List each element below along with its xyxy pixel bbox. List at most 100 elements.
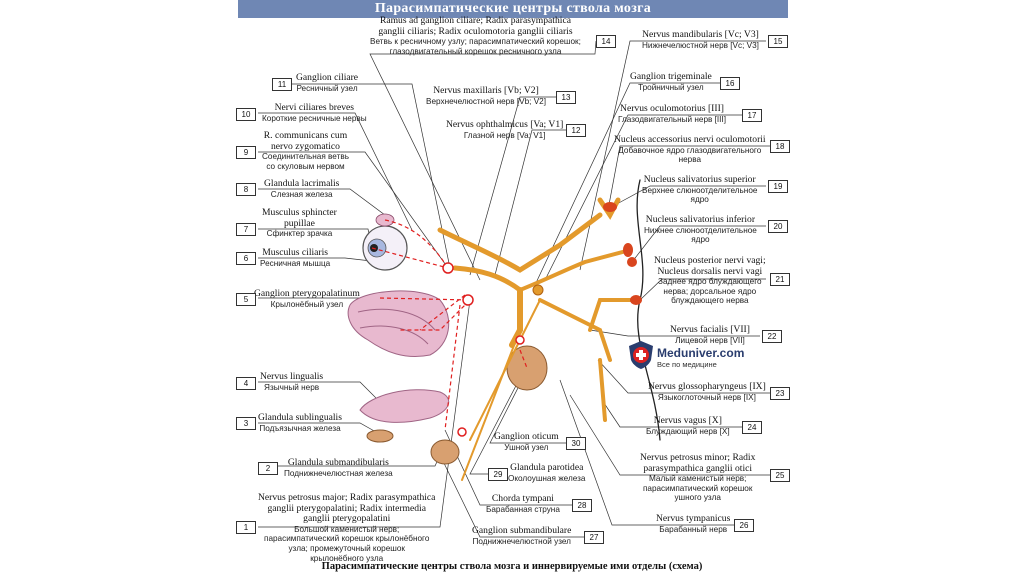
russian-term: Подъязычная железа bbox=[258, 424, 342, 434]
label-number-badge: 3 bbox=[236, 417, 256, 430]
latin-term: Nucleus dorsalis nervi vagi bbox=[654, 267, 766, 278]
label-number-badge: 7 bbox=[236, 223, 256, 236]
russian-term: Нижнее слюноотделительное bbox=[644, 226, 757, 236]
label-14: Ramus ad ganglion ciliare; Radix parasym… bbox=[370, 16, 581, 56]
label-1: Nervus petrosus major; Radix parasympath… bbox=[258, 493, 435, 563]
russian-term: Ветвь к ресничному узлу; парасимпатическ… bbox=[370, 37, 581, 47]
label-number-badge: 2 bbox=[258, 462, 278, 475]
label-24: Nervus vagus [X]Блуждающий нерв [X] bbox=[646, 416, 730, 436]
russian-term: Верхнее слюноотделительное bbox=[642, 186, 757, 196]
label-2: Glandula submandibularisПоднижнечелюстна… bbox=[284, 458, 393, 478]
russian-term: Барабанный нерв bbox=[656, 525, 730, 535]
latin-term: Nervi ciliares breves bbox=[262, 103, 367, 114]
latin-term: ganglii ciliaris; Radix oculomotoria gan… bbox=[370, 27, 581, 38]
label-number-badge: 10 bbox=[236, 108, 256, 121]
latin-term: Ramus ad ganglion ciliare; Radix parasym… bbox=[370, 16, 581, 27]
logo-brand: Meduniver.com bbox=[657, 346, 744, 360]
latin-term: Nervus mandibularis [Vc; V3] bbox=[642, 30, 759, 41]
russian-term: Соединительная ветвь bbox=[262, 152, 349, 162]
label-29: Glandula parotideaОколоушная железа bbox=[508, 463, 585, 483]
latin-term: Glandula submandibularis bbox=[284, 458, 393, 469]
russian-term: парасимпатический корешок bbox=[640, 484, 755, 494]
nasal-cavity bbox=[348, 291, 449, 357]
submandibular-ganglion bbox=[458, 428, 466, 436]
russian-term: Барабанная струна bbox=[486, 505, 560, 515]
latin-term: Nucleus accessorius nervi oculomotorii bbox=[614, 135, 766, 146]
latin-term: Ganglion oticum bbox=[494, 432, 559, 443]
latin-term: Ganglion submandibulare bbox=[472, 526, 571, 537]
russian-term: Поднижнечелюстной узел bbox=[472, 537, 571, 547]
latin-term: Nervus facialis [VII] bbox=[670, 325, 750, 336]
sublingual-gland bbox=[367, 430, 393, 442]
russian-term: Заднее ядро блуждающего bbox=[654, 277, 766, 287]
latin-term: Glandula sublingualis bbox=[258, 413, 342, 424]
russian-term: Глазодвигательный нерв [III] bbox=[618, 115, 726, 125]
tongue bbox=[360, 390, 449, 423]
latin-term: Nervus oculomotorius [III] bbox=[618, 104, 726, 115]
russian-term: Лицевой нерв [VII] bbox=[670, 336, 750, 346]
russian-term: нерва; дорсальное ядро bbox=[654, 287, 766, 297]
russian-term: Добавочное ядро глазодвигательного bbox=[614, 146, 766, 156]
label-number-badge: 13 bbox=[556, 91, 576, 104]
label-number-badge: 5 bbox=[236, 293, 256, 306]
russian-term: Сфинктер зрачка bbox=[262, 229, 337, 239]
label-number-badge: 19 bbox=[768, 180, 788, 193]
ciliary-ganglion bbox=[443, 263, 453, 273]
russian-term: Тройничный узел bbox=[630, 83, 712, 93]
inferior-salivatory-nucleus bbox=[627, 257, 637, 267]
label-number-badge: 28 bbox=[572, 499, 592, 512]
russian-term: Ресничный узел bbox=[296, 84, 358, 94]
label-25: Nervus petrosus minor; Radixparasympathi… bbox=[640, 453, 755, 503]
latin-term: Nervus tympanicus bbox=[656, 514, 730, 525]
russian-term: Короткие ресничные нервы bbox=[262, 114, 367, 124]
latin-term: Chorda tympani bbox=[486, 494, 560, 505]
label-number-badge: 15 bbox=[768, 35, 788, 48]
label-number-badge: 9 bbox=[236, 146, 256, 159]
russian-term: Поднижнечелюстная железа bbox=[284, 469, 393, 479]
label-15: Nervus mandibularis [Vc; V3]Нижнечелюстн… bbox=[642, 30, 759, 50]
russian-term: Ресничная мышца bbox=[260, 259, 330, 269]
label-number-badge: 8 bbox=[236, 183, 256, 196]
label-number-badge: 6 bbox=[236, 252, 256, 265]
latin-term: Musculus ciliaris bbox=[260, 248, 330, 259]
label-number-badge: 26 bbox=[734, 519, 754, 532]
submandibular-gland bbox=[431, 440, 459, 464]
label-22: Nervus facialis [VII]Лицевой нерв [VII] bbox=[670, 325, 750, 345]
label-number-badge: 11 bbox=[272, 78, 292, 91]
label-17: Nervus oculomotorius [III]Глазодвигатель… bbox=[618, 104, 726, 124]
label-number-badge: 20 bbox=[768, 220, 788, 233]
label-number-badge: 24 bbox=[742, 421, 762, 434]
label-13: Nervus maxillaris [Vb; V2]Верхнечелюстно… bbox=[426, 86, 546, 106]
label-number-badge: 22 bbox=[762, 330, 782, 343]
russian-term: Околоушная железа bbox=[508, 474, 585, 484]
dorsal-vagal-nucleus bbox=[630, 295, 642, 305]
russian-term: Язычный нерв bbox=[260, 383, 323, 393]
label-number-badge: 23 bbox=[770, 387, 790, 400]
label-number-badge: 14 bbox=[596, 35, 616, 48]
label-number-badge: 16 bbox=[720, 77, 740, 90]
latin-term: Nervus petrosus minor; Radix bbox=[640, 453, 755, 464]
russian-term: Большой каменистый нерв; bbox=[258, 525, 435, 535]
latin-term: Nervus vagus [X] bbox=[646, 416, 730, 427]
russian-term: узла; промежуточный корешок bbox=[258, 544, 435, 554]
latin-term: nervo zygomatico bbox=[262, 142, 349, 153]
russian-term: со скуловым нервом bbox=[262, 162, 349, 172]
russian-term: Слезная железа bbox=[264, 190, 339, 200]
latin-term: Nucleus salivatorius superior bbox=[642, 175, 757, 186]
russian-term: парасимпатический корешок крылонёбного bbox=[258, 534, 435, 544]
russian-term: Блуждающий нерв [X] bbox=[646, 427, 730, 437]
latin-term: Nervus petrosus major; Radix parasympath… bbox=[258, 493, 435, 504]
label-number-badge: 17 bbox=[742, 109, 762, 122]
label-16: Ganglion trigeminaleТройничный узел bbox=[630, 72, 712, 92]
russian-term: ушного узла bbox=[640, 493, 755, 503]
label-number-badge: 25 bbox=[770, 469, 790, 482]
pterygopalatine-ganglion bbox=[463, 295, 473, 305]
latin-term: Ganglion pterygopalatinum bbox=[254, 289, 360, 300]
